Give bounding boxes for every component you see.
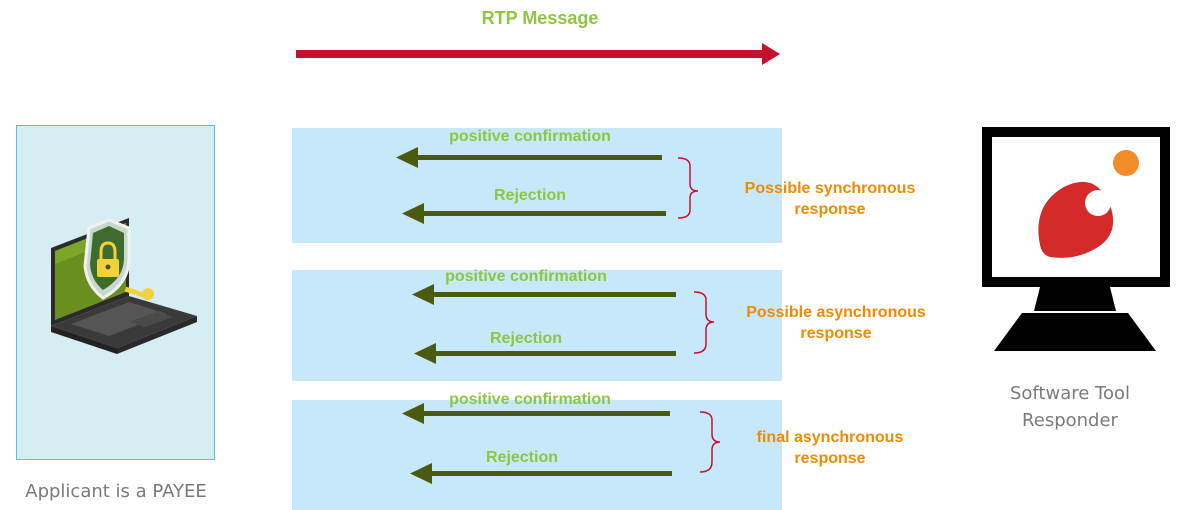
applicant-caption: Applicant is a PAYEE <box>25 481 207 502</box>
laptop-lock-icon <box>51 218 197 354</box>
rejection-arrow <box>414 343 676 364</box>
responder-caption: Software Tool Responder <box>1009 383 1131 431</box>
rejection-arrow <box>402 203 666 224</box>
positive-confirmation-label: positive confirmation <box>449 128 611 145</box>
rejection-label: Rejection <box>485 449 558 466</box>
rtp-message-arrow <box>296 43 780 65</box>
positive-confirmation-arrow <box>402 403 670 424</box>
positive-confirmation-label: positive confirmation <box>449 391 611 408</box>
positive-confirmation-arrow <box>396 147 662 168</box>
rtp-message-label: RTP Message <box>481 8 599 28</box>
synchronous-response-band <box>292 128 782 243</box>
rejection-label: Rejection <box>493 187 566 204</box>
rejection-arrow <box>410 463 672 484</box>
positive-confirmation-arrow <box>412 284 676 305</box>
response-brace <box>699 411 721 473</box>
final-asynchronous-response-band <box>292 400 782 510</box>
response-description: Possible asynchronous response <box>746 304 926 342</box>
monitor-logo-icon <box>982 127 1170 351</box>
response-brace <box>693 291 715 354</box>
rejection-label: Rejection <box>489 330 562 347</box>
response-description: final asynchronous response <box>756 429 904 467</box>
response-description: Possible synchronous response <box>744 180 916 218</box>
positive-confirmation-label: positive confirmation <box>445 268 607 285</box>
asynchronous-response-band <box>292 270 782 381</box>
response-brace <box>677 157 699 219</box>
applicant-panel <box>16 125 215 460</box>
